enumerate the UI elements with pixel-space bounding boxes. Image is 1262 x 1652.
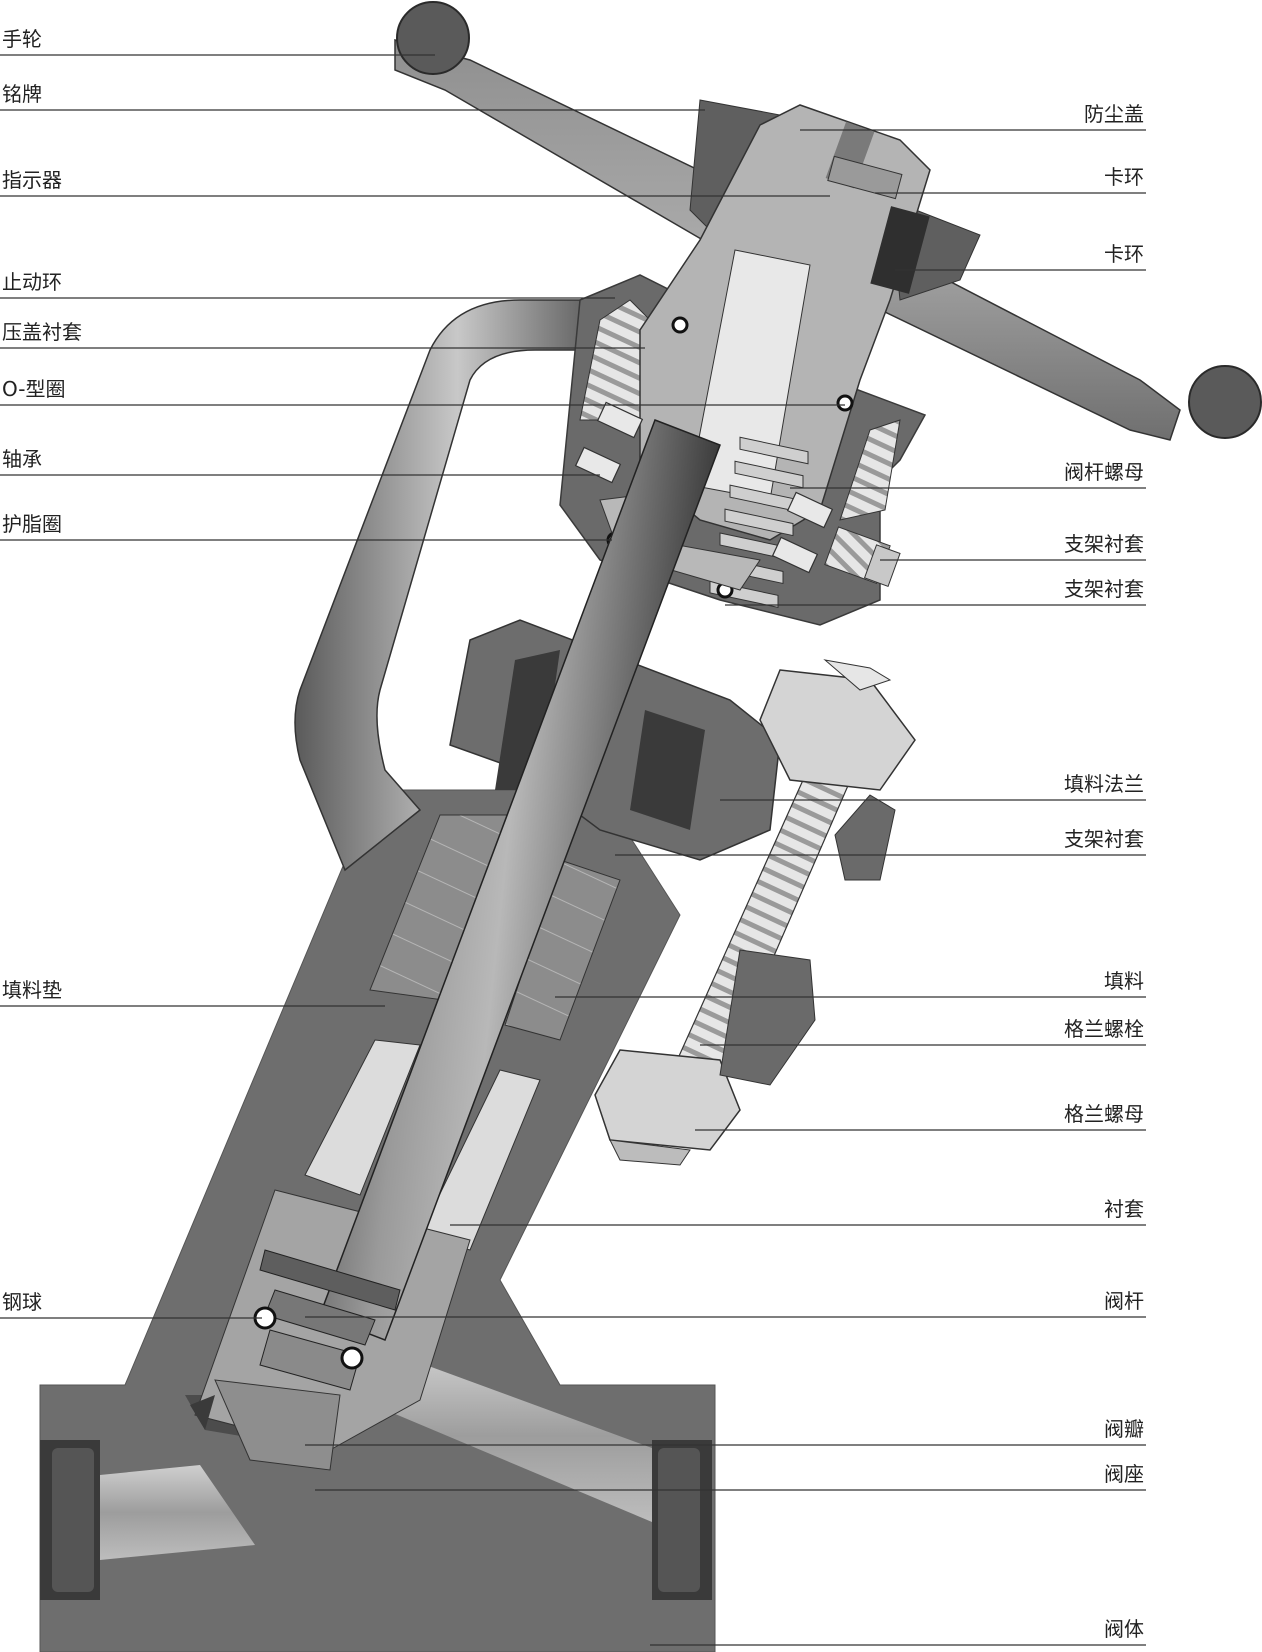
grease-fitting	[824, 526, 901, 588]
label-bushing: 衬套	[1104, 1197, 1144, 1221]
label-body: 阀体	[1104, 1617, 1144, 1641]
label-dust-cap: 防尘盖	[1084, 102, 1144, 126]
seat-lip	[190, 1395, 215, 1430]
label-steel-ball: 钢球	[2, 1290, 42, 1314]
label-yoke-bushing: 支架衬套	[1064, 827, 1144, 851]
label-disc: 阀瓣	[1104, 1417, 1144, 1441]
label-nameplate: 铭牌	[2, 82, 42, 106]
stem-nut-housing	[639, 104, 931, 608]
label-seat: 阀座	[1104, 1462, 1144, 1486]
label-packing: 填料	[1104, 969, 1144, 993]
stem-bushing	[304, 1039, 541, 1251]
label-gland-bolt: 格兰螺栓	[1064, 1017, 1144, 1041]
label-stem-nut: 阀杆螺母	[1064, 460, 1144, 484]
label-yoke-bushing: 支架衬套	[1064, 532, 1144, 556]
gland-bolt	[594, 659, 916, 1166]
steel-balls	[253, 1306, 364, 1370]
label-grease-ring: 护脂圈	[2, 512, 62, 536]
leader-lines	[0, 54, 1146, 1646]
label-snap-ring: 卡环	[1104, 165, 1144, 189]
valve-disc	[214, 1379, 341, 1471]
bearings	[574, 401, 834, 574]
label-snap-ring: 卡环	[1104, 242, 1144, 266]
label-packing-washer: 填料垫	[2, 978, 62, 1002]
label-handwheel: 手轮	[2, 27, 42, 51]
label-o-ring: O-型圈	[2, 377, 66, 401]
label-gland-nut: 格兰螺母	[1064, 1102, 1144, 1126]
label-yoke-bushing: 支架衬套	[1064, 577, 1144, 601]
label-bearing: 轴承	[2, 447, 42, 471]
label-gland-bushing: 压盖衬套	[2, 320, 82, 344]
label-stem: 阀杆	[1104, 1289, 1144, 1313]
gland-ear	[719, 949, 816, 1086]
label-packing-flange: 填料法兰	[1064, 772, 1144, 796]
flange-ear	[834, 794, 896, 881]
label-stop-ring: 止动环	[2, 270, 62, 294]
label-indicator: 指示器	[2, 168, 62, 192]
